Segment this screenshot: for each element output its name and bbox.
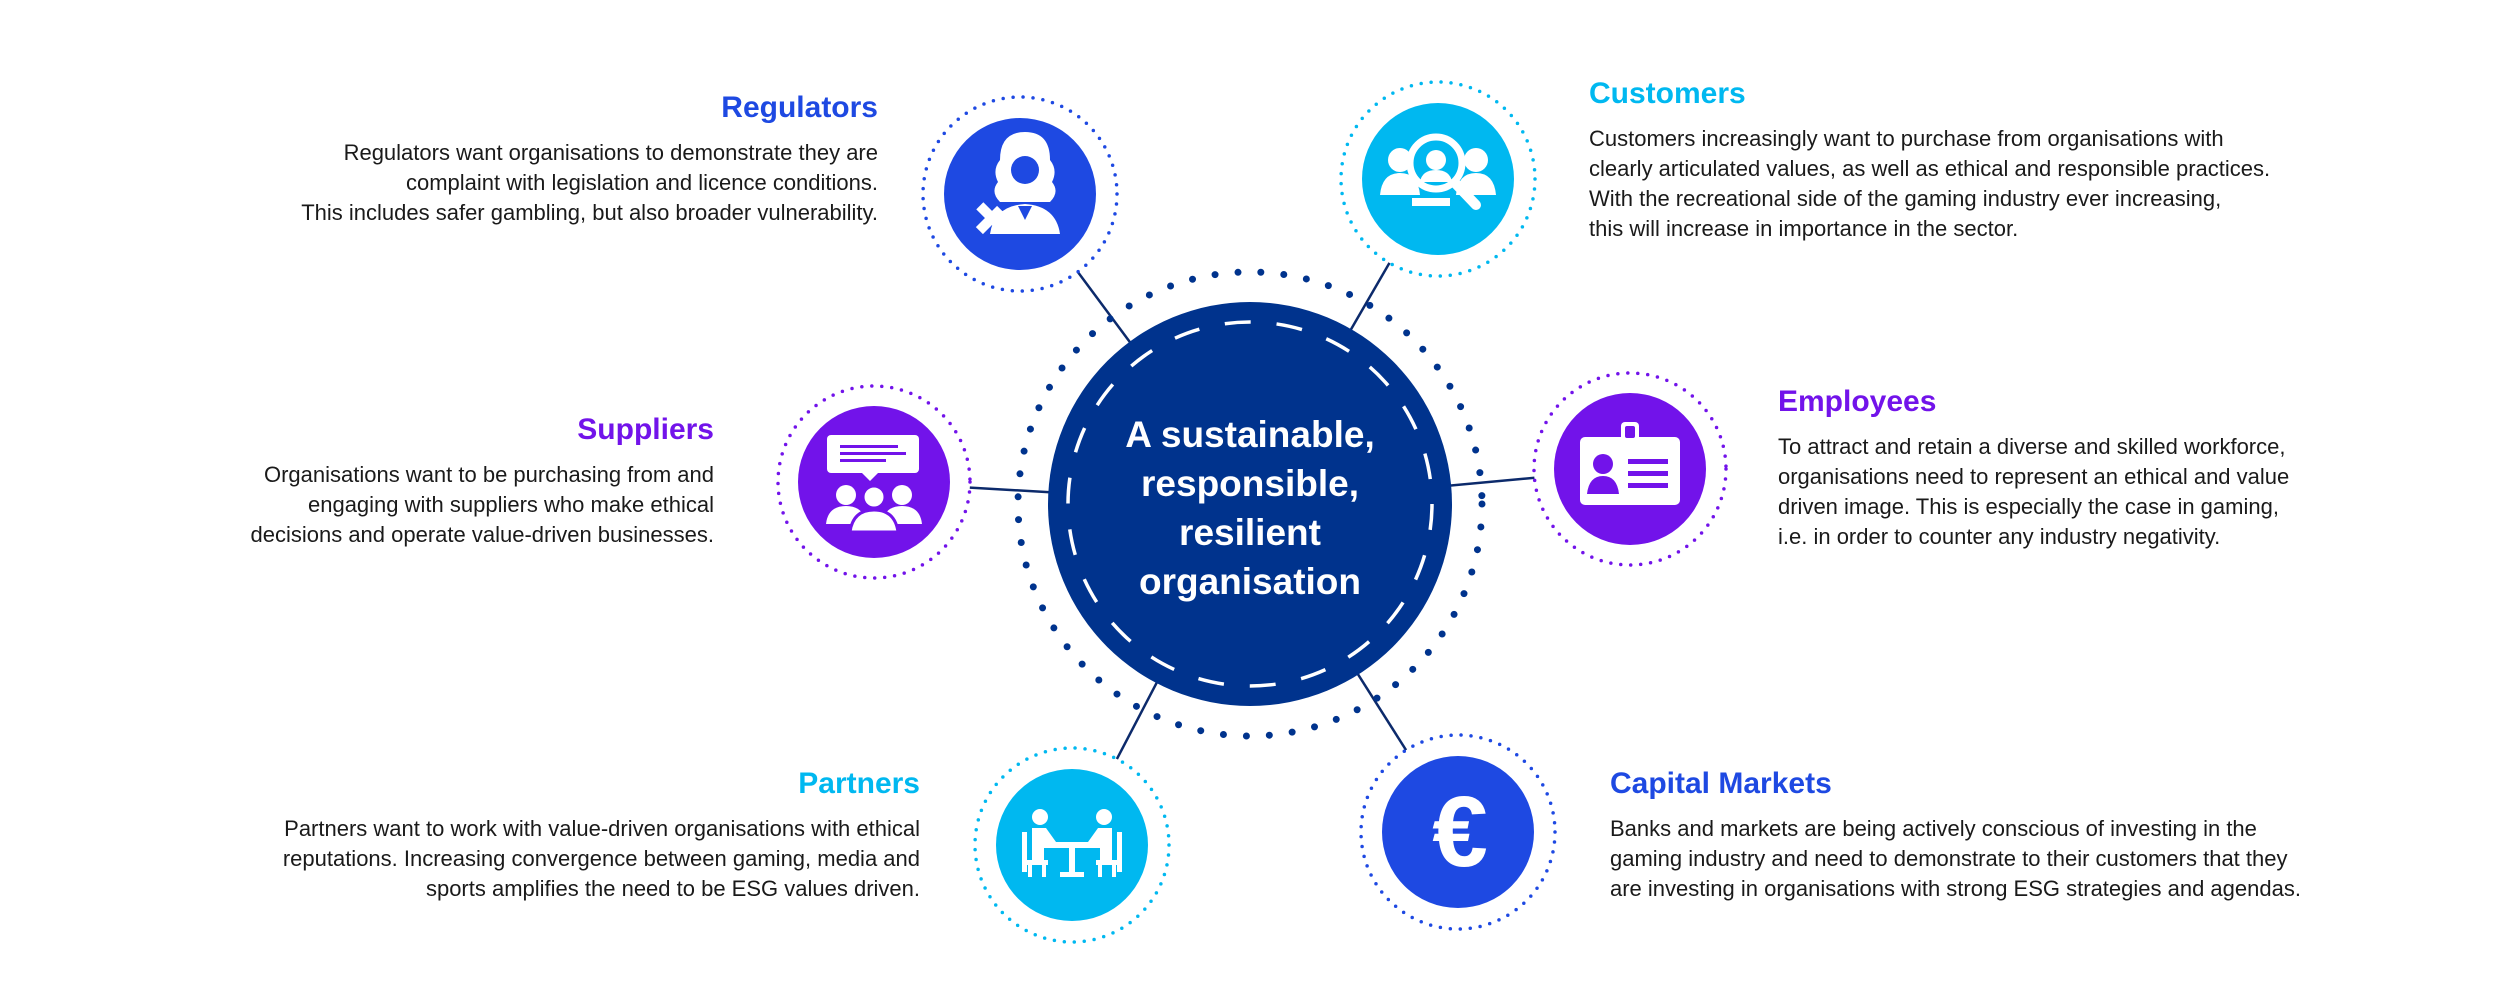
hub-dashed-ring	[1066, 320, 1434, 688]
partners-text-line: sports amplifies the need to be ESG valu…	[425, 876, 920, 901]
customers-text-line: clearly articulated values, as well as e…	[1589, 156, 2271, 181]
employees-text-line: i.e. in order to counter any industry ne…	[1778, 524, 2221, 549]
partners-block: Partners Partners want to work with valu…	[160, 766, 920, 904]
employees-text-line: To attract and retain a diverse and skil…	[1778, 434, 2286, 459]
customers-title: Customers	[1589, 77, 1746, 110]
employees-block: Employees To attract and retain a divers…	[1778, 384, 2478, 552]
node-suppliers	[776, 384, 972, 580]
meeting-table-icon	[1022, 809, 1122, 877]
partners-title: Partners	[798, 767, 920, 800]
capital-markets-text-line: Banks and markets are being actively con…	[1610, 816, 2257, 841]
hub-label: A sustainable, responsible, resilient or…	[1050, 410, 1450, 606]
customers-block: Customers Customers increasingly want to…	[1589, 76, 2469, 244]
employees-text-line: driven image. This is especially the cas…	[1778, 494, 2279, 519]
hub-label-line: responsible,	[1141, 463, 1359, 504]
suppliers-text-line: engaging with suppliers who make ethical	[307, 492, 714, 517]
hub-label-line: organisation	[1138, 561, 1362, 602]
partners-text-line: reputations. Increasing convergence betw…	[282, 846, 920, 871]
node-partners	[973, 746, 1171, 944]
capital-markets-text-line: are investing in organisations with stro…	[1610, 876, 2301, 901]
judge-gavel-icon	[975, 132, 1060, 235]
node-employees	[1532, 371, 1728, 567]
customers-text-line: With the recreational side of the gaming…	[1589, 186, 2222, 211]
regulators-title: Regulators	[721, 91, 878, 124]
hub-label-line: A sustainable,	[1125, 414, 1375, 455]
node-regulators	[921, 95, 1119, 293]
hub-circle	[1048, 302, 1452, 706]
partners-text-line: Partners want to work with value-driven …	[284, 816, 920, 841]
regulators-text-line: Regulators want organisations to demonst…	[343, 140, 878, 165]
capital-markets-text-line: gaming industry and need to demonstrate …	[1610, 846, 2288, 871]
employees-title: Employees	[1778, 385, 1937, 418]
regulators-block: Regulators Regulators want organisations…	[118, 90, 878, 228]
node-capital-markets: €	[1359, 733, 1557, 931]
customers-text-line: Customers increasingly want to purchase …	[1589, 126, 2224, 151]
suppliers-block: Suppliers Organisations want to be purch…	[0, 412, 714, 550]
capital-markets-block: Capital Markets Banks and markets are be…	[1610, 766, 2470, 904]
people-search-icon	[1380, 133, 1496, 210]
suppliers-title: Suppliers	[577, 413, 714, 446]
hub-dotted-ring	[1014, 268, 1486, 740]
group-chat-icon	[826, 435, 922, 534]
suppliers-text-line: decisions and operate value-driven busin…	[250, 522, 714, 547]
regulators-text-line: complaint with legislation and licence c…	[405, 170, 878, 195]
euro-icon: €	[1432, 776, 1488, 888]
id-badge-icon	[1580, 422, 1680, 505]
hub-label-line: resilient	[1179, 512, 1321, 553]
customers-text-line: this will increase in importance in the …	[1589, 216, 2019, 241]
employees-text-line: organisations need to represent an ethic…	[1778, 464, 2290, 489]
regulators-text-line: This includes safer gambling, but also b…	[301, 200, 878, 225]
capital-markets-title: Capital Markets	[1610, 767, 1832, 800]
node-customers	[1339, 80, 1537, 278]
suppliers-text-line: Organisations want to be purchasing from…	[263, 462, 714, 487]
